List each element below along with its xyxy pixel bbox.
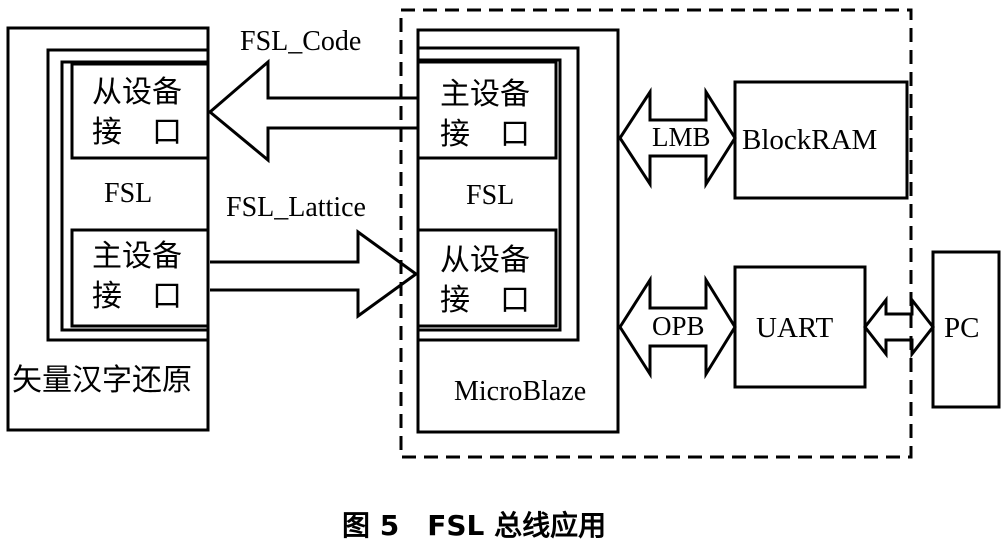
left-slave-interface-box: [70, 62, 210, 160]
left-master-interface-line1: 主设备: [92, 240, 182, 273]
mb-master-interface-line1: 主设备: [440, 78, 530, 111]
mb-slave-interface-line2: 接 口: [440, 284, 530, 317]
mb-slave-interface-line1: 从设备: [440, 244, 530, 277]
fsl-code-arrow: [207, 58, 418, 164]
fsl-lattice-arrow: [210, 229, 419, 319]
left-slave-interface-line1: 从设备: [92, 76, 182, 109]
lmb-label: LMB: [652, 122, 711, 152]
fsl-lattice-label: FSL_Lattice: [226, 192, 366, 223]
opb-label: OPB: [652, 311, 705, 341]
uart-pc-double-arrow: [863, 295, 935, 359]
pc-box: [931, 250, 1001, 409]
left-fsl-inner-box: [60, 60, 210, 332]
vector-char-module-title: 矢量汉字还原: [12, 364, 192, 397]
opb-double-arrow: [618, 274, 737, 380]
mb-master-interface-box: [416, 60, 558, 160]
microblaze-title: MicroBlaze: [454, 376, 587, 407]
mb-fsl-label: FSL: [466, 180, 515, 211]
pc-label: PC: [944, 312, 980, 344]
left-fsl-label: FSL: [104, 178, 153, 209]
uart-label: UART: [756, 312, 834, 344]
left-master-interface-box: [70, 228, 210, 328]
left-slave-interface-line2: 接 口: [92, 116, 182, 149]
mb-slave-interface-box: [416, 228, 558, 328]
fsl-code-label: FSL_Code: [240, 26, 362, 57]
lmb-double-arrow: [618, 86, 737, 190]
blockram-label: BlockRAM: [742, 124, 878, 156]
mb-fsl-inner-box: [416, 58, 562, 332]
system-boundary-dashed: [399, 8, 913, 459]
figure-caption: 图 5 FSL 总线应用: [342, 509, 607, 542]
left-master-interface-line2: 接 口: [92, 280, 182, 313]
mb-master-interface-line2: 接 口: [440, 118, 530, 151]
